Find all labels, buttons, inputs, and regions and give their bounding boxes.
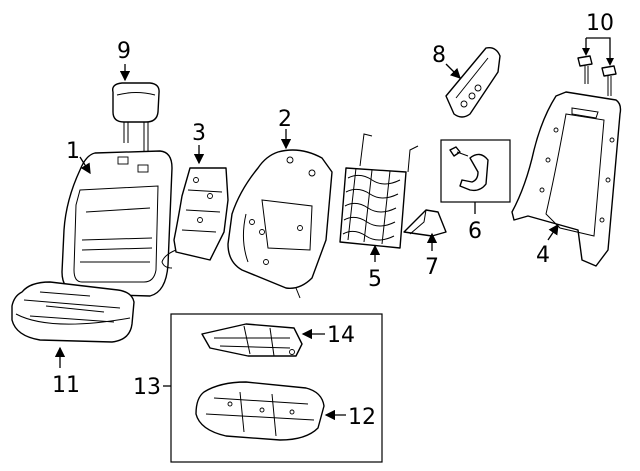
seat-cushion-cover-part[interactable] (11, 281, 135, 343)
bolts-part[interactable] (577, 55, 617, 96)
callout-13: 13 (133, 375, 161, 400)
cushion-assembly-box (170, 313, 383, 463)
callout-4: 4 (536, 243, 550, 268)
callout-11: 11 (52, 373, 80, 398)
callout-8: 8 (432, 43, 446, 68)
cushion-pan-part[interactable] (201, 323, 303, 357)
side-shield-part[interactable] (445, 46, 501, 118)
callout-6: 6 (468, 219, 482, 244)
back-pad-part[interactable] (161, 167, 229, 269)
callout-8-leader (445, 63, 461, 79)
callout-9: 9 (117, 39, 131, 64)
callout-5: 5 (368, 267, 382, 292)
callout-14: 14 (327, 323, 355, 348)
callout-1-leader (79, 156, 91, 175)
headrest-part[interactable] (112, 82, 160, 152)
callout-2: 2 (278, 107, 292, 132)
callout-4-leader (547, 223, 559, 241)
callout-10: 10 (586, 11, 614, 36)
callout-7: 7 (425, 255, 439, 280)
seat-back-frame-part[interactable] (511, 91, 622, 267)
callout-3: 3 (192, 121, 206, 146)
callout-12: 12 (348, 405, 376, 430)
bolt-and-clip-part[interactable] (449, 146, 489, 192)
callout-1: 1 (66, 139, 80, 164)
seat-back-cover-part[interactable] (61, 150, 173, 297)
spring-mat-part[interactable] (339, 133, 419, 249)
bracket-part[interactable] (403, 209, 447, 237)
seat-back-foam-part[interactable] (227, 149, 333, 299)
callout-10-arrowheads (582, 48, 614, 66)
cushion-foam-part[interactable] (195, 381, 325, 441)
